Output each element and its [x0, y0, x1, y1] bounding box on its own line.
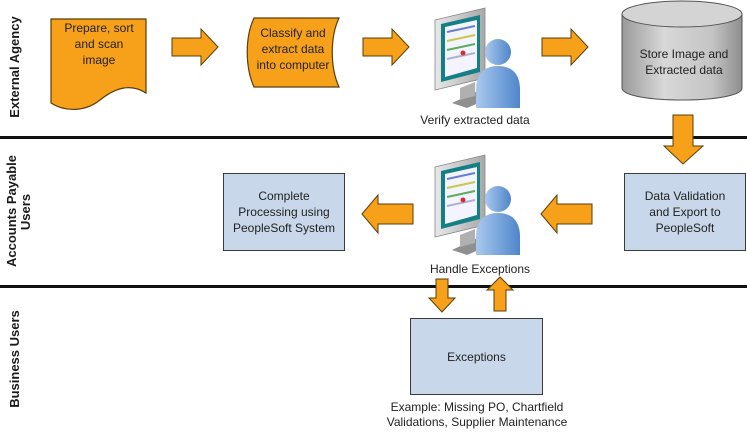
user-at-computer-icon: [434, 7, 520, 108]
lane-divider-2: [0, 285, 747, 288]
database-cylinder: [621, 0, 743, 101]
arrow-right-icon: [171, 27, 219, 67]
text-line: Example: Missing PO, Chartfield: [390, 400, 564, 414]
user-at-computer-icon: [434, 154, 520, 255]
lane-label-accounts-payable: Accounts Payable Users: [4, 155, 33, 267]
text-line: PeopleSoft: [655, 221, 715, 235]
text-line: Store Image and: [639, 47, 729, 61]
exceptions-box: Exceptions: [410, 318, 543, 395]
arrow-down-icon: [427, 278, 457, 313]
process-shape: [246, 17, 340, 88]
text-line: and scan: [74, 37, 124, 51]
lane-label-line: Accounts Payable: [4, 155, 19, 267]
text-line: Prepare, sort: [64, 21, 134, 35]
text-line: Validations, Supplier Maintenance: [386, 415, 568, 429]
lane-label-line: Users: [18, 193, 33, 231]
arrow-up-icon: [485, 276, 515, 312]
verify-extracted-data-caption: Verify extracted data: [420, 113, 530, 127]
lane-label-business-users: Business Users: [7, 310, 22, 408]
arrow-left-icon: [540, 193, 593, 235]
exceptions-example-caption: Example: Missing PO, Chartfield Validati…: [370, 400, 584, 430]
text-line: Extracted data: [645, 63, 723, 77]
document-shape: [50, 18, 147, 110]
text-line: into computer: [256, 58, 330, 72]
exceptions-label: Exceptions: [447, 349, 506, 364]
complete-processing-box: Complete Processing using PeopleSoft Sys…: [223, 173, 345, 251]
process-shape-text: Classify and extract data into computer: [248, 25, 338, 73]
text-line: PeopleSoft System: [232, 221, 336, 235]
data-validation-box: Data Validation and Export to PeopleSoft: [624, 173, 746, 251]
arrow-left-icon: [361, 193, 414, 235]
lane-label-external-agency: External Agency: [7, 16, 22, 118]
text-line: Classify and: [260, 26, 326, 40]
document-shape-text: Prepare, sort and scan image: [52, 20, 146, 68]
text-line: and Export to: [649, 205, 721, 219]
handle-exceptions-caption: Handle Exceptions: [429, 262, 531, 276]
text-line: Data Validation: [644, 189, 726, 203]
text-line: extract data: [261, 42, 325, 56]
arrow-down-icon: [662, 114, 705, 165]
text-line: Processing using: [238, 205, 330, 219]
arrow-right-icon: [362, 27, 410, 67]
lane-divider-1: [0, 136, 747, 139]
text-line: image: [82, 53, 116, 67]
database-text: Store Image and Extracted data: [624, 46, 744, 78]
text-line: Complete: [258, 189, 310, 203]
arrow-right-icon: [541, 27, 589, 67]
